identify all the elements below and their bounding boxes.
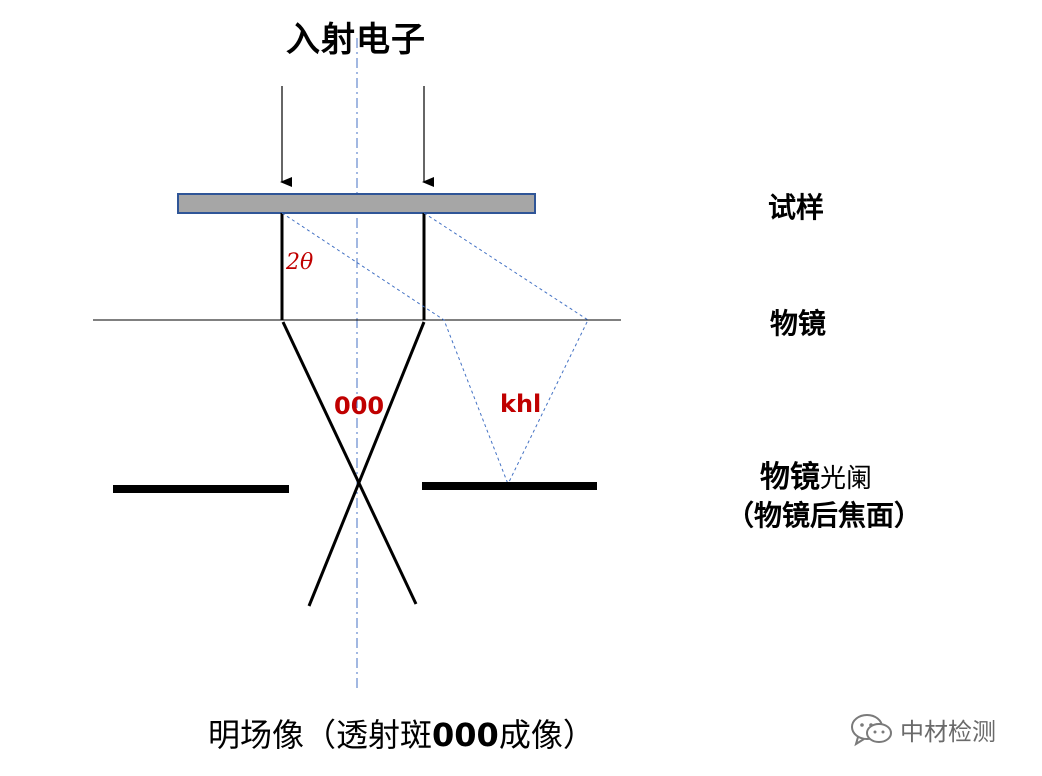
objective-aperture-label-suffix: 光阑 [820, 464, 873, 494]
watermark: 中材检测 [850, 712, 996, 747]
objective-lens-label: 物镜 [770, 307, 827, 340]
watermark-text: 中材检测 [900, 718, 996, 746]
specimen-label: 试样 [768, 191, 825, 224]
diffracted-beam-right [423, 212, 589, 485]
bright-field-caption: 明场像（透射斑000成像） [208, 710, 595, 756]
specimen [177, 193, 536, 214]
caption-prefix: 明场像（透射斑 [208, 716, 433, 754]
back-focal-plane-label: （物镜后焦面） [726, 499, 923, 532]
objective-aperture-label-main: 物镜 [760, 460, 820, 495]
transmitted-spot-label: 000 [334, 392, 385, 420]
scattering-angle-label: 2θ [286, 250, 314, 275]
diffracted-spot-label: khl [500, 390, 542, 418]
transmitted-beam-left-lower [281, 321, 418, 605]
caption-spot: 000 [432, 716, 499, 754]
wechat-icon [850, 713, 894, 747]
caption-suffix: 成像） [498, 716, 595, 754]
incident-electrons-title: 入射电子 [286, 20, 426, 60]
objective-aperture-label: 物镜光阑 [760, 452, 872, 496]
diffracted-beam-left [281, 212, 509, 485]
transmitted-beam-right-lower [307, 321, 426, 607]
